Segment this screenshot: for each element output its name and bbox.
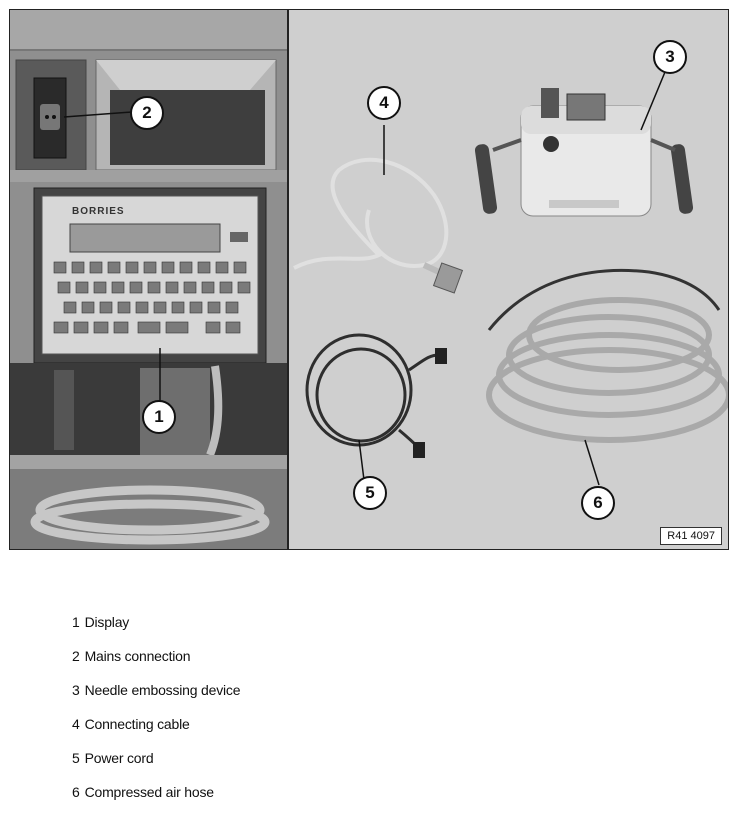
equipment-figure: BORRIES 2 1 — [9, 9, 729, 550]
legend-label: Display — [84, 614, 130, 630]
legend-number: 4 — [72, 716, 80, 732]
power-plug-end-shape — [413, 442, 425, 458]
legend-number: 6 — [72, 784, 80, 800]
legend-label: Connecting cable — [84, 716, 190, 732]
power-cord-icon — [305, 333, 440, 452]
legend-number: 5 — [72, 750, 80, 766]
case-illustration — [10, 10, 287, 549]
components-photo-panel: 3 4 5 6 R41 4097 — [289, 10, 728, 549]
case-photo-panel: BORRIES 2 1 — [10, 10, 287, 549]
needle-embossing-device-icon — [474, 88, 694, 217]
callout-6: 6 — [581, 486, 615, 520]
power-plug-shape — [435, 348, 447, 364]
legend-label: Mains connection — [84, 648, 191, 664]
callout-1: 1 — [142, 400, 176, 434]
callout-2: 2 — [130, 96, 164, 130]
compressed-air-hose-icon — [486, 268, 728, 443]
reference-code: R41 4097 — [660, 527, 722, 545]
connecting-cable-icon — [293, 157, 464, 294]
callout-3: 3 — [653, 40, 687, 74]
callout-4: 4 — [367, 86, 401, 120]
legend-label: Compressed air hose — [84, 784, 214, 800]
legend-label: Power cord — [84, 750, 154, 766]
legend-number: 2 — [72, 648, 80, 664]
callout-5: 5 — [353, 476, 387, 510]
panel-divider — [287, 10, 289, 549]
brand-label: BORRIES — [72, 206, 125, 217]
components-illustration — [293, 71, 728, 486]
legend-number: 1 — [72, 614, 80, 630]
legend-label: Needle embossing device — [84, 682, 241, 698]
legend-number: 3 — [72, 682, 80, 698]
